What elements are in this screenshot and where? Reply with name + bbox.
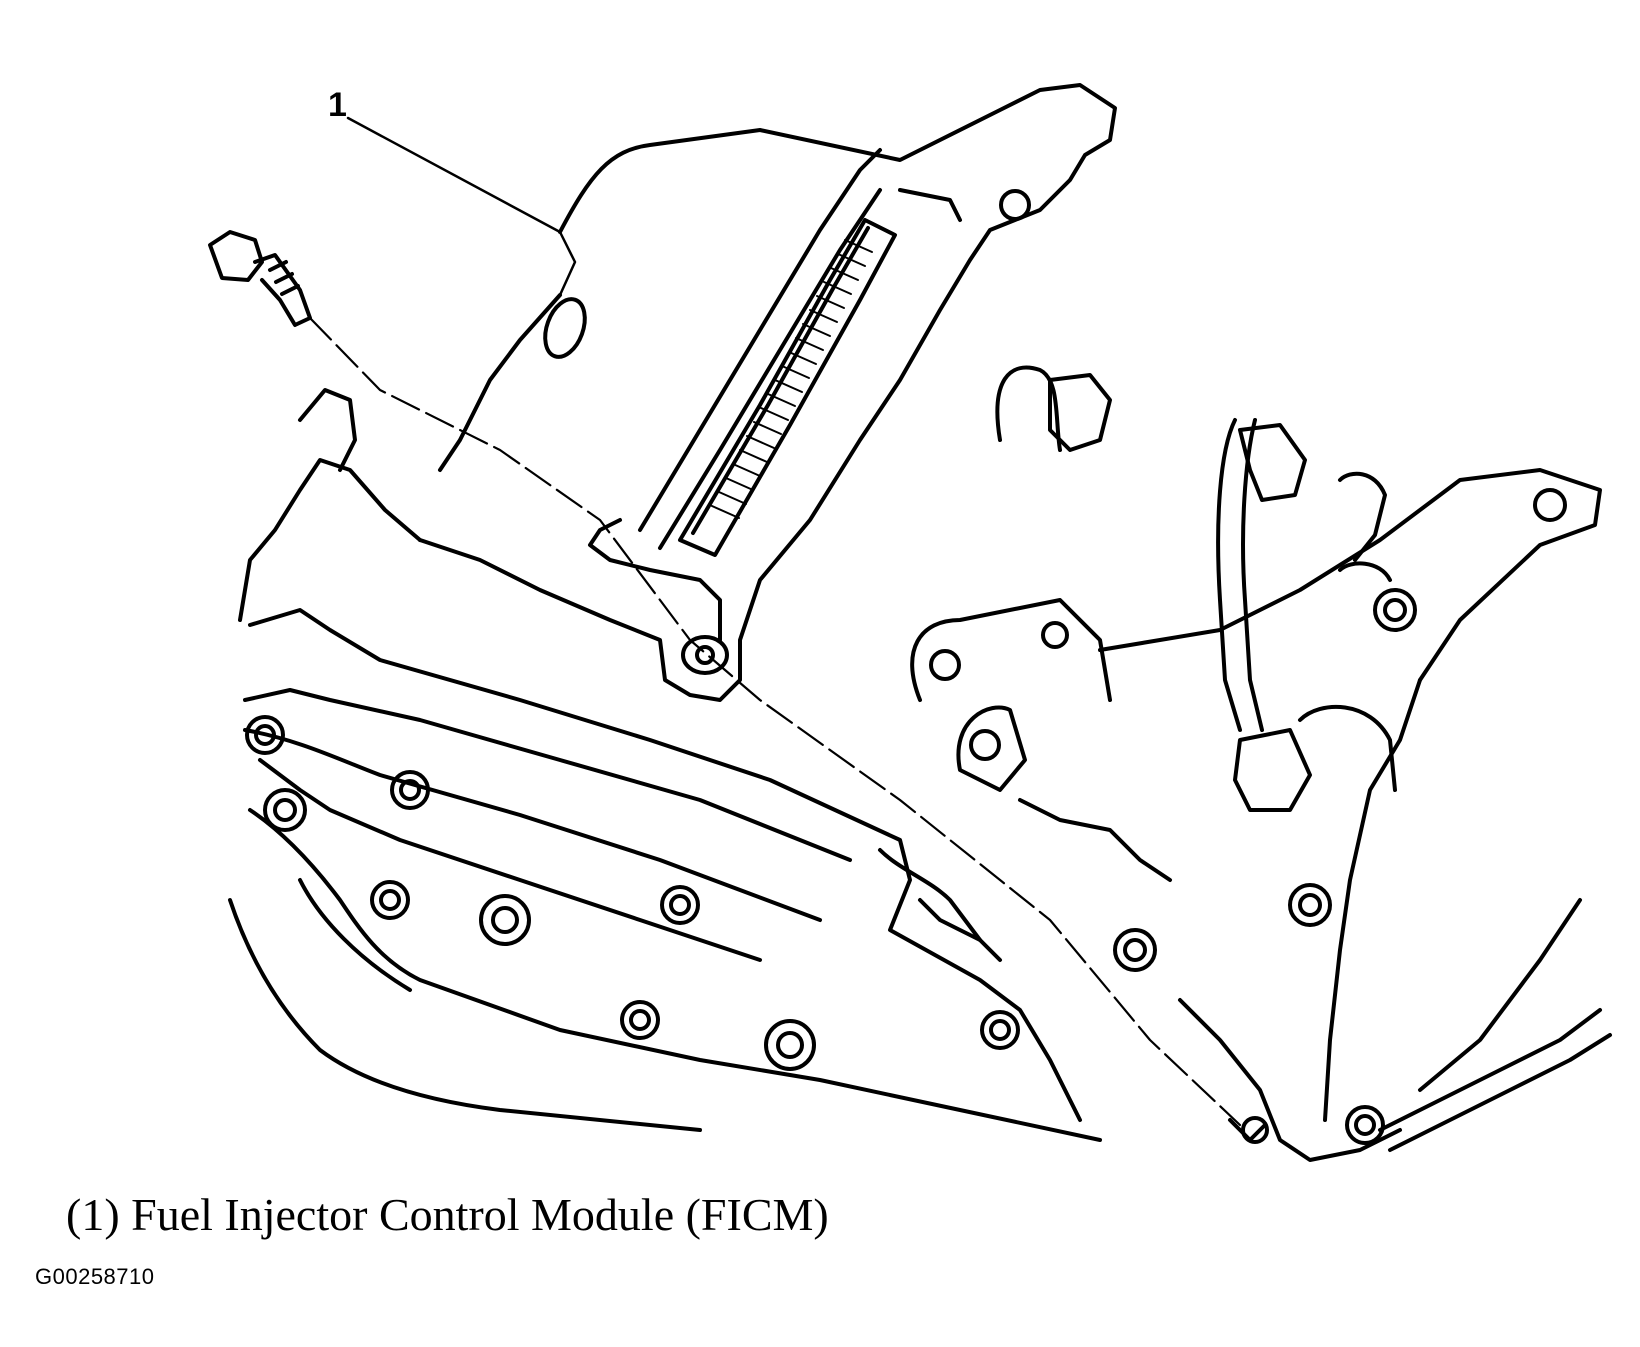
bolt-install-line xyxy=(308,316,1242,1127)
engine-block xyxy=(228,388,1102,1142)
callout-leader-line xyxy=(346,116,577,297)
manifold-bolts xyxy=(245,588,1417,1145)
ficm-module xyxy=(418,83,1117,702)
mounting-bolt xyxy=(208,230,312,327)
callout-number-1: 1 xyxy=(328,86,347,124)
figure-caption: (1) Fuel Injector Control Module (FICM) xyxy=(66,1189,829,1240)
figure-id: G00258710 xyxy=(35,1264,155,1289)
fuel-lines-and-bracket xyxy=(910,365,1612,1162)
